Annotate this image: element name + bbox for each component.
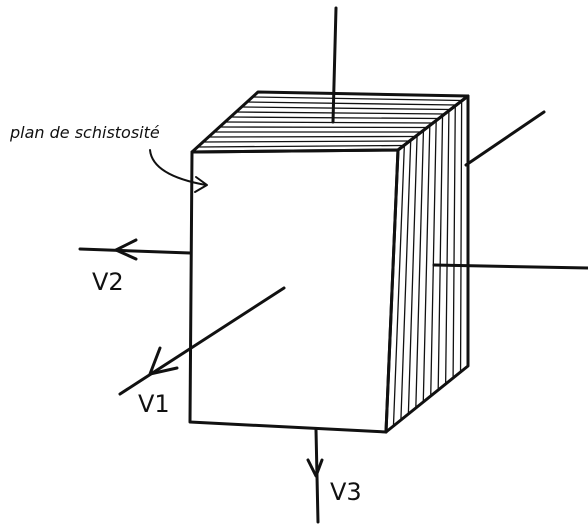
- top-foliation-line: [251, 96, 463, 102]
- v1-axis: [118, 286, 286, 396]
- v2-axis: [78, 247, 192, 255]
- side-foliation-line: [444, 110, 450, 385]
- side-foliation-line: [415, 129, 425, 409]
- top-foliation-line: [235, 111, 446, 115]
- top-face-foliation-lines: [196, 96, 463, 148]
- block-front-face: [188, 148, 400, 434]
- vertical-axis-top: [331, 6, 338, 124]
- top-foliation-line: [207, 135, 417, 138]
- side-foliation-line: [430, 119, 437, 397]
- block-side-face: [384, 94, 470, 434]
- top-foliation-line: [202, 140, 411, 143]
- side-foliation-line: [392, 144, 406, 427]
- side-foliation-line: [459, 100, 463, 373]
- side-face-foliation-lines: [392, 100, 463, 427]
- v1-arrowhead: [148, 346, 179, 376]
- v2-arrowhead: [114, 238, 138, 261]
- top-foliation-line: [196, 144, 405, 148]
- side-foliation-line: [422, 124, 431, 403]
- side-foliation-line: [437, 114, 444, 391]
- side-foliation-line: [400, 139, 412, 421]
- v1-label: V1: [138, 390, 170, 418]
- top-foliation-line: [229, 116, 440, 120]
- horizontal-axis-right: [432, 263, 588, 270]
- v3-arrowhead: [306, 458, 324, 478]
- plane-pointer-arrowhead: [194, 176, 208, 193]
- v2-label: V2: [92, 268, 124, 296]
- v3-label: V3: [330, 478, 362, 506]
- top-foliation-line: [246, 101, 457, 106]
- rear-axis-upper-right: [464, 110, 546, 167]
- top-foliation-line: [224, 121, 434, 124]
- side-foliation-line: [452, 105, 456, 379]
- side-foliation-line: [407, 134, 418, 415]
- top-foliation-line: [240, 106, 452, 111]
- block-top-face: [190, 90, 470, 154]
- top-foliation-line: [218, 126, 428, 129]
- schistosity-plane-label: plan de schistosité: [9, 123, 160, 142]
- plane-pointer-arrow: [149, 149, 207, 186]
